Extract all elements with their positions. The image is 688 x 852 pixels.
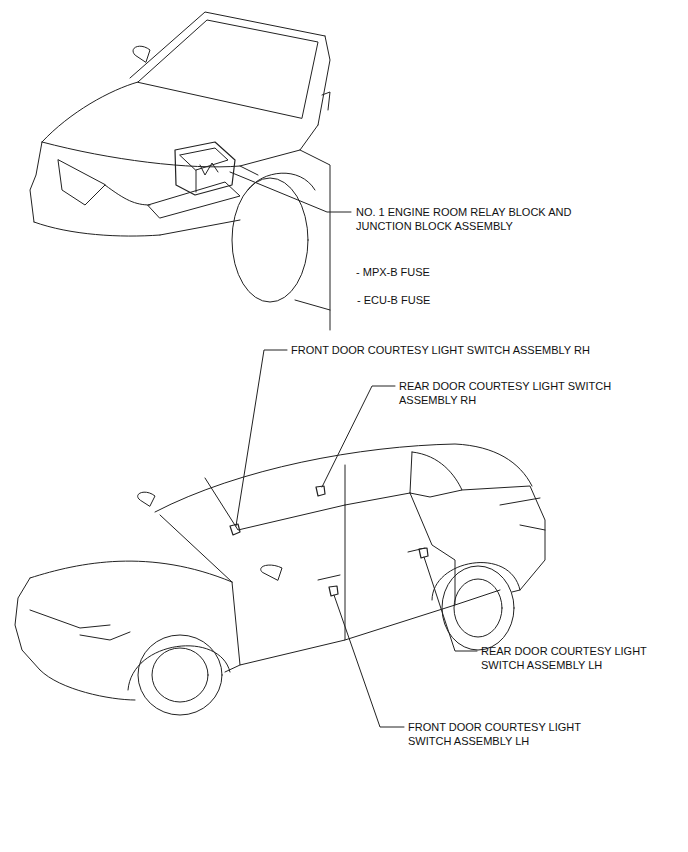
car-front-view	[30, 12, 330, 330]
part-label: FRONT DOOR COURTESY LIGHT SWITCH ASSEMBL…	[291, 343, 590, 357]
leader-lines	[230, 172, 477, 727]
car-side-view	[15, 444, 545, 715]
part-label: - ECU-B FUSE	[357, 293, 430, 307]
part-label: NO. 1 ENGINE ROOM RELAY BLOCK AND JUNCTI…	[356, 205, 604, 233]
part-label: - MPX-B FUSE	[356, 265, 430, 279]
part-label: REAR DOOR COURTESY LIGHT SWITCH ASSEMBLY…	[481, 644, 671, 672]
part-label: FRONT DOOR COURTESY LIGHT SWITCH ASSEMBL…	[408, 720, 608, 748]
switch-icons	[230, 486, 428, 596]
part-label: REAR DOOR COURTESY LIGHT SWITCH ASSEMBLY…	[399, 379, 641, 407]
